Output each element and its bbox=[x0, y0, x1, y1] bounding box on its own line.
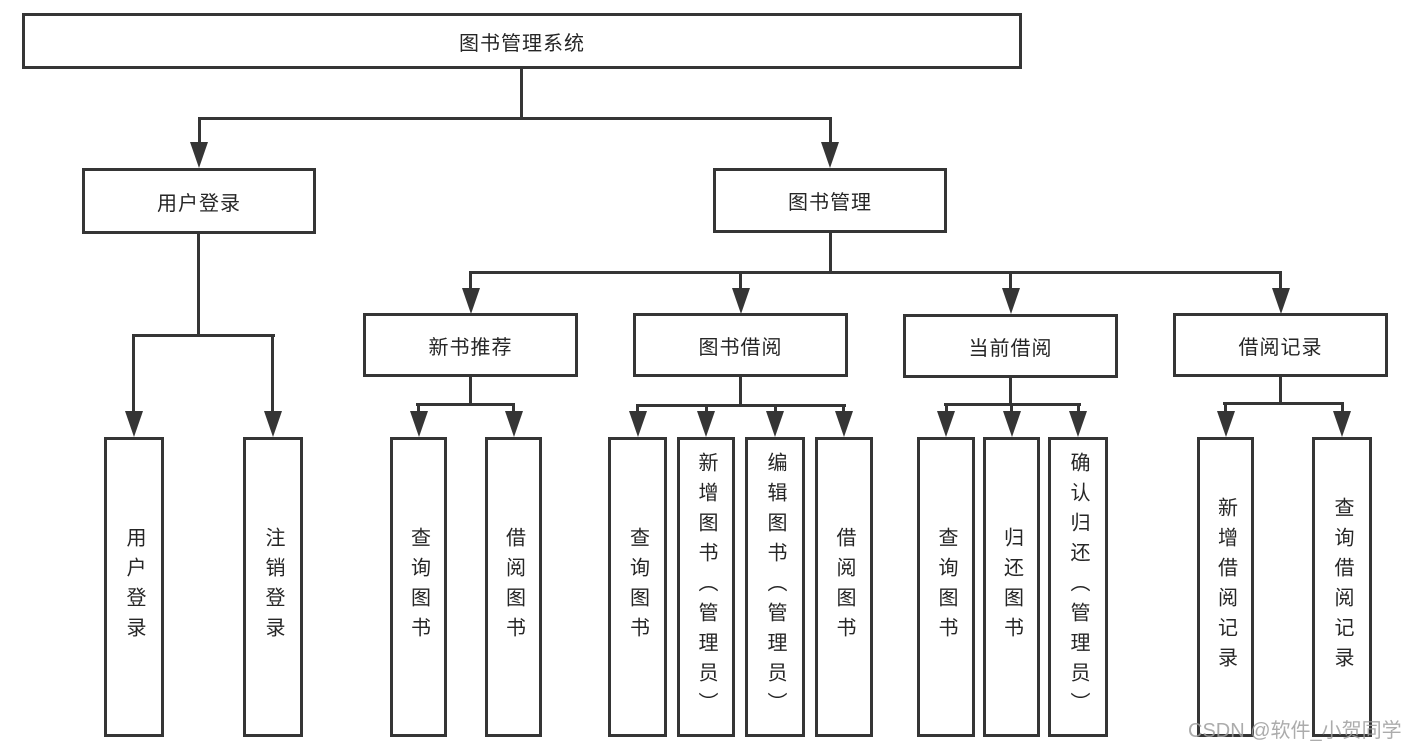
connector-line bbox=[198, 117, 832, 120]
connector-line bbox=[469, 271, 472, 291]
leaf-confirm-return-admin: 确认归还（管理员） bbox=[1048, 437, 1108, 737]
connector-line bbox=[842, 404, 845, 413]
connector-line bbox=[417, 403, 420, 414]
leaf-logout: 注销登录 bbox=[243, 437, 303, 737]
connector-line bbox=[1010, 403, 1013, 413]
leaf-query-books-current: 查询图书 bbox=[917, 437, 975, 737]
leaf-return-books: 归还图书 bbox=[983, 437, 1040, 737]
node-book-borrowing: 图书借阅 bbox=[633, 313, 848, 377]
connector-line bbox=[198, 117, 201, 145]
node-user-login: 用户登录 bbox=[82, 168, 316, 234]
leaf-borrow-books: 借阅图书 bbox=[815, 437, 873, 737]
connector-line bbox=[1077, 403, 1080, 413]
connector-line bbox=[271, 334, 274, 414]
leaf-add-books-admin: 新增图书（管理员） bbox=[677, 437, 735, 737]
arrow-down-icon bbox=[697, 411, 715, 437]
arrow-down-icon bbox=[1002, 288, 1020, 314]
connector-line bbox=[1009, 271, 1012, 291]
arrow-down-icon bbox=[766, 411, 784, 437]
connector-line bbox=[1224, 402, 1227, 413]
connector-line bbox=[132, 334, 275, 337]
leaf-user-login: 用户登录 bbox=[104, 437, 164, 737]
leaf-edit-books-admin: 编辑图书（管理员） bbox=[745, 437, 805, 737]
connector-line bbox=[1223, 402, 1344, 405]
arrow-down-icon bbox=[505, 411, 523, 437]
connector-line bbox=[829, 117, 832, 145]
connector-line bbox=[416, 403, 515, 406]
connector-line bbox=[774, 404, 777, 413]
connector-line bbox=[1279, 271, 1282, 291]
connector-line bbox=[520, 68, 523, 120]
arrow-down-icon bbox=[629, 411, 647, 437]
node-current-borrowing: 当前借阅 bbox=[903, 314, 1118, 378]
connector-line bbox=[132, 334, 135, 414]
connector-line bbox=[469, 377, 472, 406]
arrow-down-icon bbox=[1217, 411, 1235, 437]
arrow-down-icon bbox=[937, 411, 955, 437]
connector-line bbox=[1279, 377, 1282, 405]
arrow-down-icon bbox=[410, 411, 428, 437]
connector-line bbox=[739, 271, 742, 291]
arrow-down-icon bbox=[462, 288, 480, 314]
connector-line bbox=[705, 404, 708, 413]
connector-line bbox=[945, 403, 948, 413]
leaf-query-borrow-record: 查询借阅记录 bbox=[1312, 437, 1372, 737]
arrow-down-icon bbox=[1333, 411, 1351, 437]
node-book-management: 图书管理 bbox=[713, 168, 947, 233]
connector-line bbox=[739, 377, 742, 407]
arrow-down-icon bbox=[1003, 411, 1021, 437]
connector-line bbox=[197, 233, 200, 337]
connector-line bbox=[1009, 378, 1012, 406]
arrow-down-icon bbox=[1272, 288, 1290, 314]
connector-line bbox=[636, 404, 846, 407]
connector-line bbox=[1341, 402, 1344, 413]
node-borrow-records: 借阅记录 bbox=[1173, 313, 1388, 377]
arrow-down-icon bbox=[821, 142, 839, 168]
connector-line bbox=[469, 271, 1282, 274]
arrow-down-icon bbox=[264, 411, 282, 437]
leaf-add-borrow-record: 新增借阅记录 bbox=[1197, 437, 1254, 737]
leaf-query-books-recommend: 查询图书 bbox=[390, 437, 447, 737]
node-library-system: 图书管理系统 bbox=[22, 13, 1022, 69]
connector-line bbox=[512, 403, 515, 414]
arrow-down-icon bbox=[1069, 411, 1087, 437]
connector-line bbox=[636, 404, 639, 413]
arrow-down-icon bbox=[125, 411, 143, 437]
arrow-down-icon bbox=[835, 411, 853, 437]
arrow-down-icon bbox=[732, 288, 750, 314]
leaf-query-books-borrow: 查询图书 bbox=[608, 437, 667, 737]
leaf-borrow-books-recommend: 借阅图书 bbox=[485, 437, 542, 737]
connector-line bbox=[829, 232, 832, 274]
node-new-book-recommend: 新书推荐 bbox=[363, 313, 578, 377]
csdn-watermark: CSDN @软件_小贺同学 bbox=[1188, 720, 1402, 742]
arrow-down-icon bbox=[190, 142, 208, 168]
